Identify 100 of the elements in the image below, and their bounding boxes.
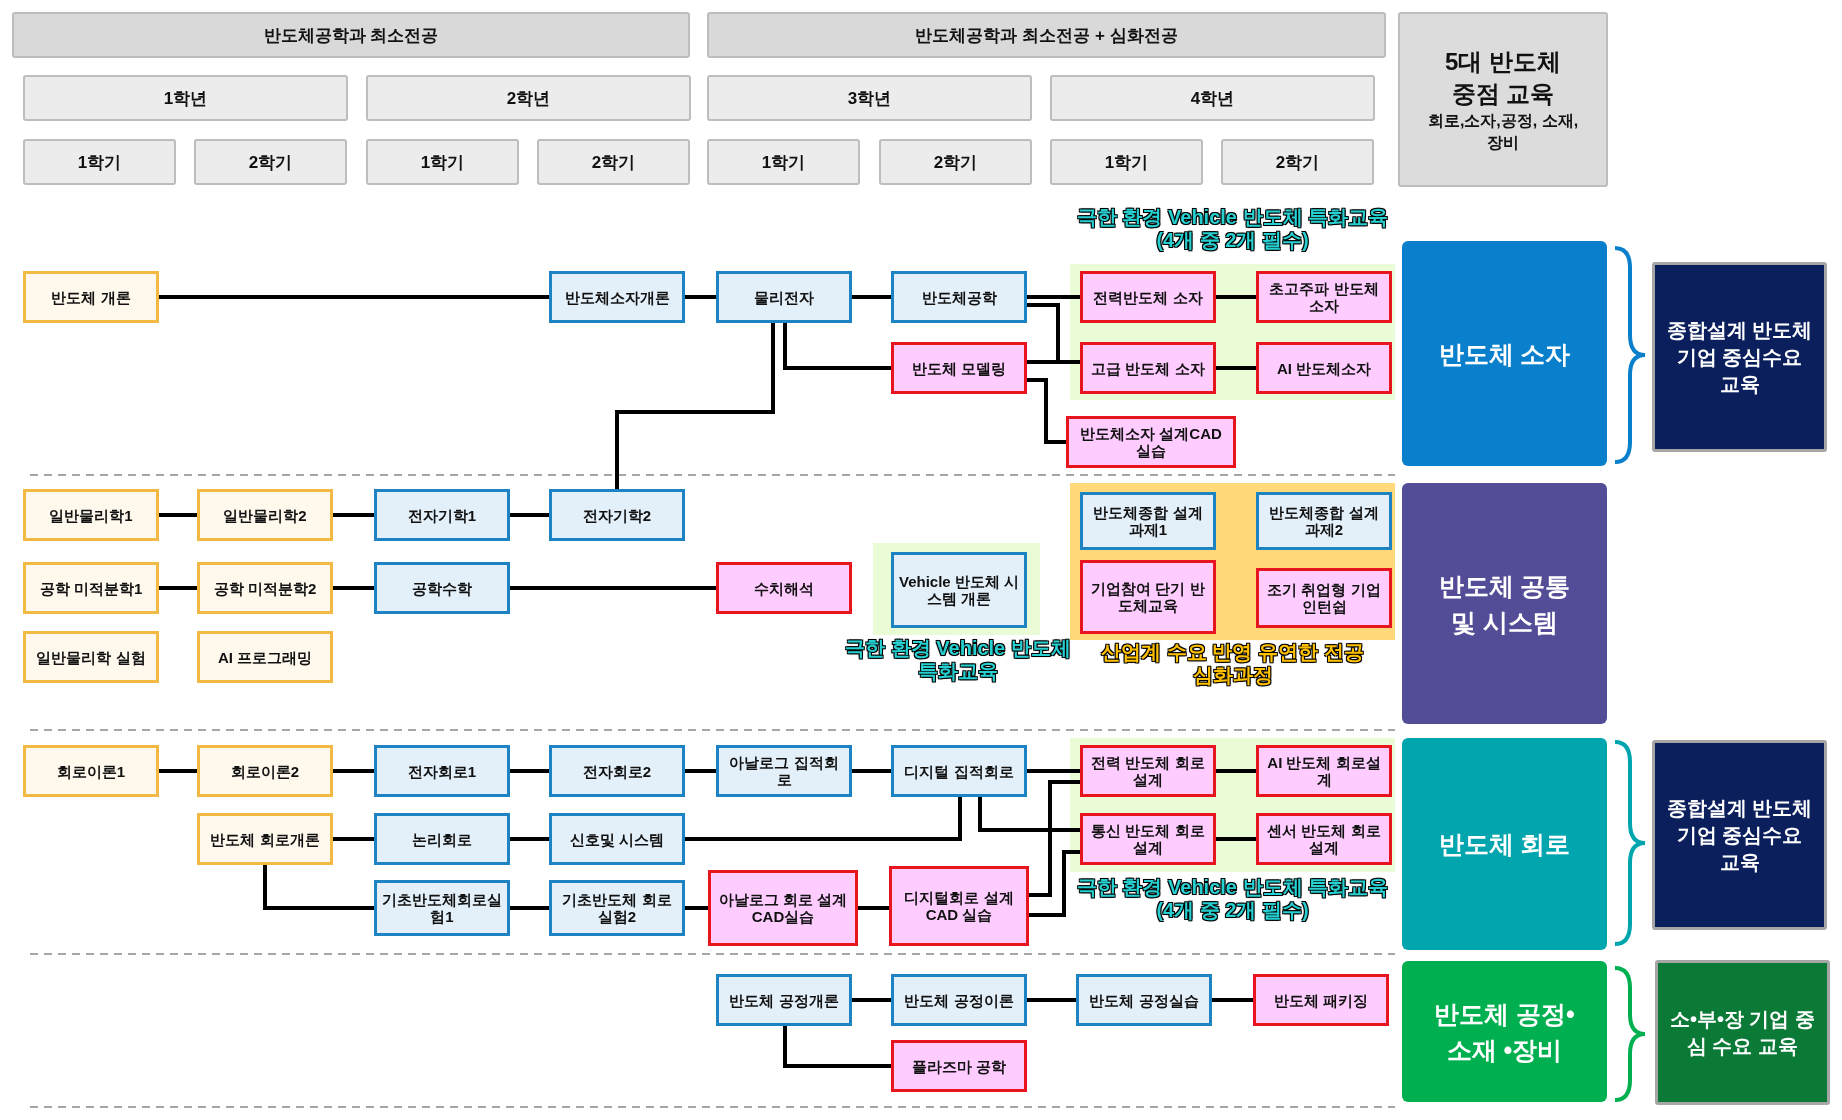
header-bar: 2학기 [879,139,1032,185]
course-box: 반도체 모델링 [891,342,1027,394]
connector-line [978,797,1080,832]
course-box: 조기 취업형 기업인턴쉽 [1256,568,1392,628]
course-box: 수치해석 [716,562,852,614]
connector-line [1216,366,1256,370]
program-box: 종합설계 반도체 기업 중심수요 교육 [1652,262,1827,452]
course-box: 공학 미적분학2 [197,562,333,614]
course-box: 반도체소자개론 [549,271,685,323]
course-box: 반도체소자 설계CAD 실습 [1066,416,1236,468]
connector-line [159,769,197,773]
course-box: 논리회로 [374,813,510,865]
panel-subheading: 회로,소자,공정, 소재,장비 [1426,110,1580,153]
connector-line [1212,998,1253,1002]
course-box: 아날로그 회로 설계CAD실습 [708,870,858,946]
course-box: 반도체종합 설계과제1 [1080,492,1216,550]
course-box: 디지털 집적회로 [891,745,1027,797]
connector-line [159,513,197,517]
course-box: 반도체종합 설계과제2 [1256,492,1392,550]
course-box: AI 반도체소자 [1256,342,1392,394]
connector-line [159,295,549,299]
course-box: 반도체공학 [891,271,1027,323]
course-box: 기업참여 단기 반도체교육 [1080,560,1216,634]
course-box: 초고주파 반도체소자 [1256,271,1392,323]
header-bar: 반도체공학과 최소전공 + 심화전공 [707,12,1386,58]
connector-line [510,769,549,773]
header-bar: 2학기 [1221,139,1374,185]
header-bar: 1학기 [366,139,519,185]
connector-line [685,295,716,299]
category-box: 반도체 공통 및 시스템 [1402,483,1607,724]
header-bar: 1학기 [707,139,860,185]
connector-line [852,998,891,1002]
connector-line [1216,769,1256,773]
connector-line [1027,378,1066,444]
course-box: 전력 반도체 회로설계 [1080,745,1216,797]
course-box: 전자회로1 [374,745,510,797]
course-box: 공학수학 [374,562,510,614]
header-bar: 1학기 [1050,139,1203,185]
band-caption: 극한 환경 Vehicle 반도체 특화교육 (4개 중 2개 필수) [1075,206,1390,252]
course-box: 플라즈마 공학 [891,1040,1027,1092]
course-box: 기초반도체회로실험1 [374,880,510,936]
band-caption: 극한 환경 Vehicle 반도체 특화교육 (4개 중 2개 필수) [1075,876,1390,922]
header-bar: 3학년 [707,75,1032,121]
category-box: 반도체 공정•소재 •장비 [1402,961,1607,1102]
header-bar: 1학기 [23,139,176,185]
course-box: 반도체 개론 [23,271,159,323]
band-caption: 산업계 수요 반영 유연한 전공 심화과정 [1100,641,1365,687]
connector-line [333,769,374,773]
connector-line [1027,998,1076,1002]
course-box: 신호및 시스템 [549,813,685,865]
course-box: 고급 반도체 소자 [1080,342,1216,394]
course-box: 전자기학1 [374,489,510,541]
connector-line [685,797,962,841]
program-box: 소•부•장 기업 중심 수요 교육 [1655,960,1830,1105]
course-box: 공학 미적분학1 [23,562,159,614]
course-box: 일반물리학2 [197,489,333,541]
connector-line [333,837,374,841]
course-box: 기초반도체 회로실험2 [549,880,685,936]
course-box: 아날로그 집적회로 [716,745,852,797]
connector-line [510,513,549,517]
connector-line [685,769,716,773]
connector-line [615,323,775,489]
course-box: 디지털회로 설계CAD 실습 [889,866,1029,946]
course-box: 일반물리학 실험 [23,631,159,683]
course-box: 반도체 회로개론 [197,813,333,865]
connector-line [852,295,891,299]
header-bar: 반도체공학과 최소전공 [12,12,690,58]
course-box: 반도체 공정실습 [1076,974,1212,1026]
header-bar: 2학기 [194,139,347,185]
connector-line [783,1026,891,1068]
connector-line [510,837,549,841]
connector-line [1027,769,1080,773]
course-box: 전력반도체 소자 [1080,271,1216,323]
connector-line [333,586,374,590]
connector-line [852,769,891,773]
connector-line [333,513,374,517]
header-bar: 1학년 [23,75,348,121]
course-box: 전자기학2 [549,489,685,541]
course-box: 일반물리학1 [23,489,159,541]
band-caption: 극한 환경 Vehicle 반도체 특화교육 [844,637,1072,683]
connector-line [1029,850,1080,917]
connector-line [685,906,708,910]
course-box: 물리전자 [716,271,852,323]
course-box: 센서 반도체 회로설계 [1256,813,1392,865]
course-box: Vehicle 반도체 시스템 개론 [891,552,1027,628]
course-box: 전자회로2 [549,745,685,797]
course-box: 회로이론2 [197,745,333,797]
panel-heading: 5대 반도체 중점 교육 [1444,46,1562,109]
connector-line [1029,780,1080,897]
course-box: 회로이론1 [23,745,159,797]
program-box: 종합설계 반도체 기업 중심수요 교육 [1652,740,1827,930]
course-box: 반도체 패키징 [1253,974,1389,1026]
category-box: 반도체 소자 [1402,241,1607,466]
header-bar: 2학년 [366,75,691,121]
connector-line [510,586,716,590]
connector-line [783,323,891,370]
connector-line [263,865,374,910]
connector-line [1216,295,1256,299]
course-box: 반도체 공정개론 [716,974,852,1026]
course-box: AI 프로그래밍 [197,631,333,683]
